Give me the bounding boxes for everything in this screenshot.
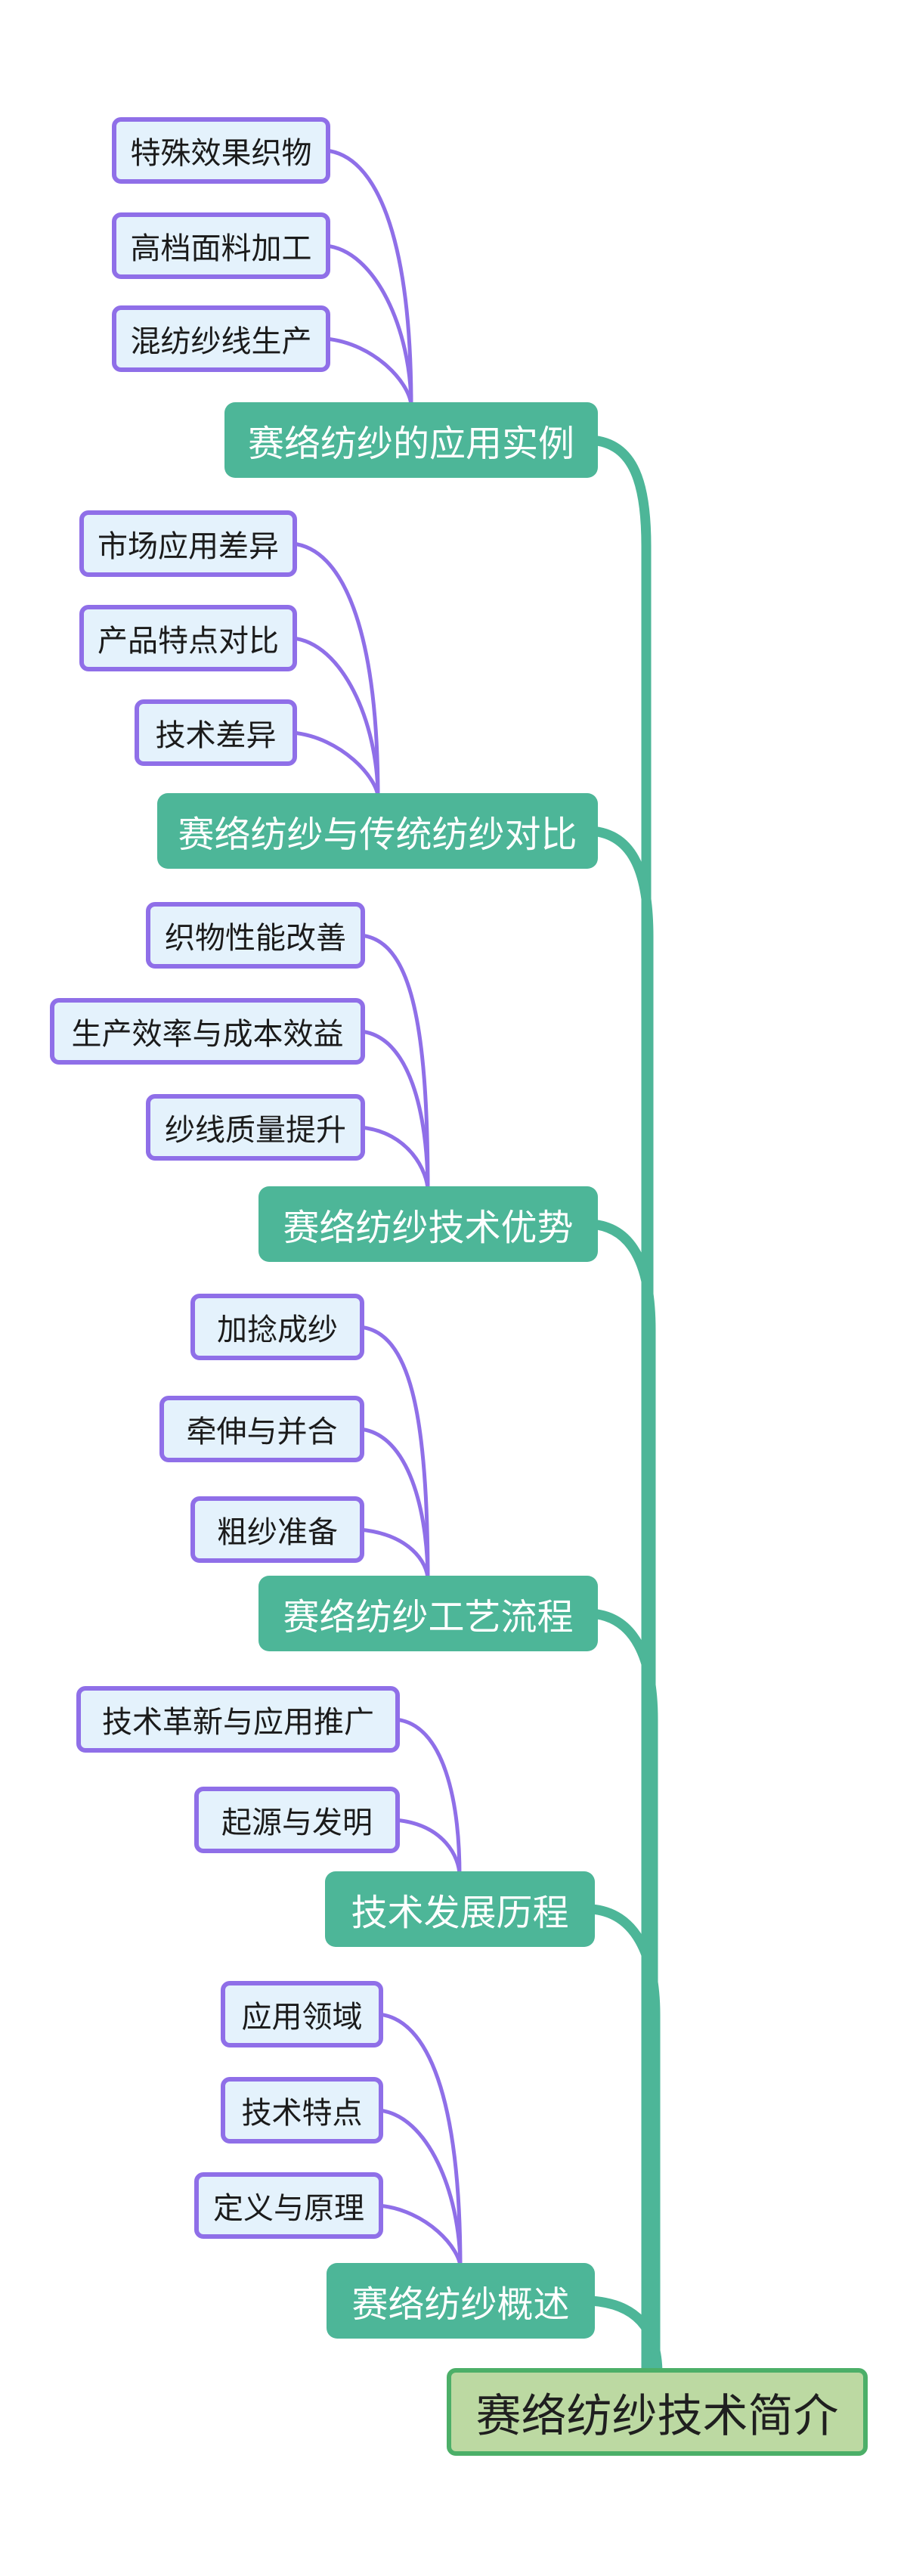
branch-node-development-history[interactable]: 技术发展历程 <box>325 1871 595 1947</box>
leaf-node-premium-fabric-processing[interactable]: 高档面料加工 <box>112 212 330 279</box>
leaf-curve-technical-difference <box>290 730 380 800</box>
leaf-node-innovation-promotion[interactable]: 技术革新与应用推广 <box>76 1686 400 1753</box>
leaf-curve-twisting-into-yarn <box>358 1325 430 1582</box>
branch-node-technical-advantages[interactable]: 赛络纺纱技术优势 <box>258 1186 598 1262</box>
leaf-curve-yarn-quality-improvement <box>358 1125 430 1193</box>
leaf-node-roving-preparation[interactable]: 粗纱准备 <box>190 1496 364 1563</box>
trunk-curve-comparison-traditional <box>586 826 654 2379</box>
leaf-node-application-fields[interactable]: 应用领域 <box>221 1981 383 2047</box>
leaf-curve-blended-yarn-production <box>323 336 413 409</box>
leaf-curve-premium-fabric-processing <box>323 243 413 409</box>
leaf-node-special-effect-fabrics[interactable]: 特殊效果织物 <box>112 117 330 184</box>
leaf-curve-market-application-difference <box>290 541 380 800</box>
leaf-node-market-application-difference[interactable]: 市场应用差异 <box>79 510 297 577</box>
leaf-node-yarn-quality-improvement[interactable]: 纱线质量提升 <box>146 1094 365 1161</box>
leaf-node-origin-invention[interactable]: 起源与发明 <box>194 1787 400 1853</box>
trunk-curve-process-flow <box>586 1608 658 2379</box>
leaf-curve-product-feature-comparison <box>290 636 380 800</box>
branch-node-application-examples[interactable]: 赛络纺纱的应用实例 <box>224 402 598 478</box>
leaf-curve-definition-principle <box>376 2203 463 2270</box>
branch-node-overview[interactable]: 赛络纺纱概述 <box>327 2263 595 2339</box>
leaf-curve-technical-features <box>376 2108 463 2270</box>
leaf-curve-fabric-performance-improvement <box>358 933 430 1193</box>
trunk-curve-application-examples <box>586 435 652 2379</box>
leaf-node-fabric-performance-improvement[interactable]: 织物性能改善 <box>146 902 365 969</box>
root-node[interactable]: 赛络纺纱技术简介 <box>447 2368 868 2456</box>
leaf-curve-innovation-promotion <box>393 1717 462 1878</box>
branch-node-process-flow[interactable]: 赛络纺纱工艺流程 <box>258 1576 598 1651</box>
leaf-node-definition-principle[interactable]: 定义与原理 <box>194 2172 383 2239</box>
trunk-curve-technical-advantages <box>586 1219 656 2379</box>
leaf-node-blended-yarn-production[interactable]: 混纺纱线生产 <box>112 305 330 372</box>
leaf-curve-drafting-doubling <box>358 1427 430 1582</box>
leaf-node-technical-difference[interactable]: 技术差异 <box>135 699 297 766</box>
leaf-node-efficiency-cost-benefit[interactable]: 生产效率与成本效益 <box>50 998 365 1065</box>
leaf-node-technical-features[interactable]: 技术特点 <box>221 2077 383 2144</box>
trunk-curve-overview <box>586 2295 663 2379</box>
leaf-curve-origin-invention <box>393 1818 462 1878</box>
leaf-curve-special-effect-fabrics <box>323 148 413 409</box>
leaf-node-drafting-doubling[interactable]: 牵伸与并合 <box>159 1396 364 1462</box>
trunk-curve-development-history <box>586 1904 661 2379</box>
branch-node-comparison-traditional[interactable]: 赛络纺纱与传统纺纱对比 <box>157 793 598 869</box>
leaf-curve-application-fields <box>376 2012 463 2270</box>
leaf-curve-efficiency-cost-benefit <box>358 1029 430 1193</box>
leaf-curve-roving-preparation <box>358 1527 430 1582</box>
leaf-node-twisting-into-yarn[interactable]: 加捻成纱 <box>190 1294 364 1360</box>
leaf-node-product-feature-comparison[interactable]: 产品特点对比 <box>79 605 297 671</box>
